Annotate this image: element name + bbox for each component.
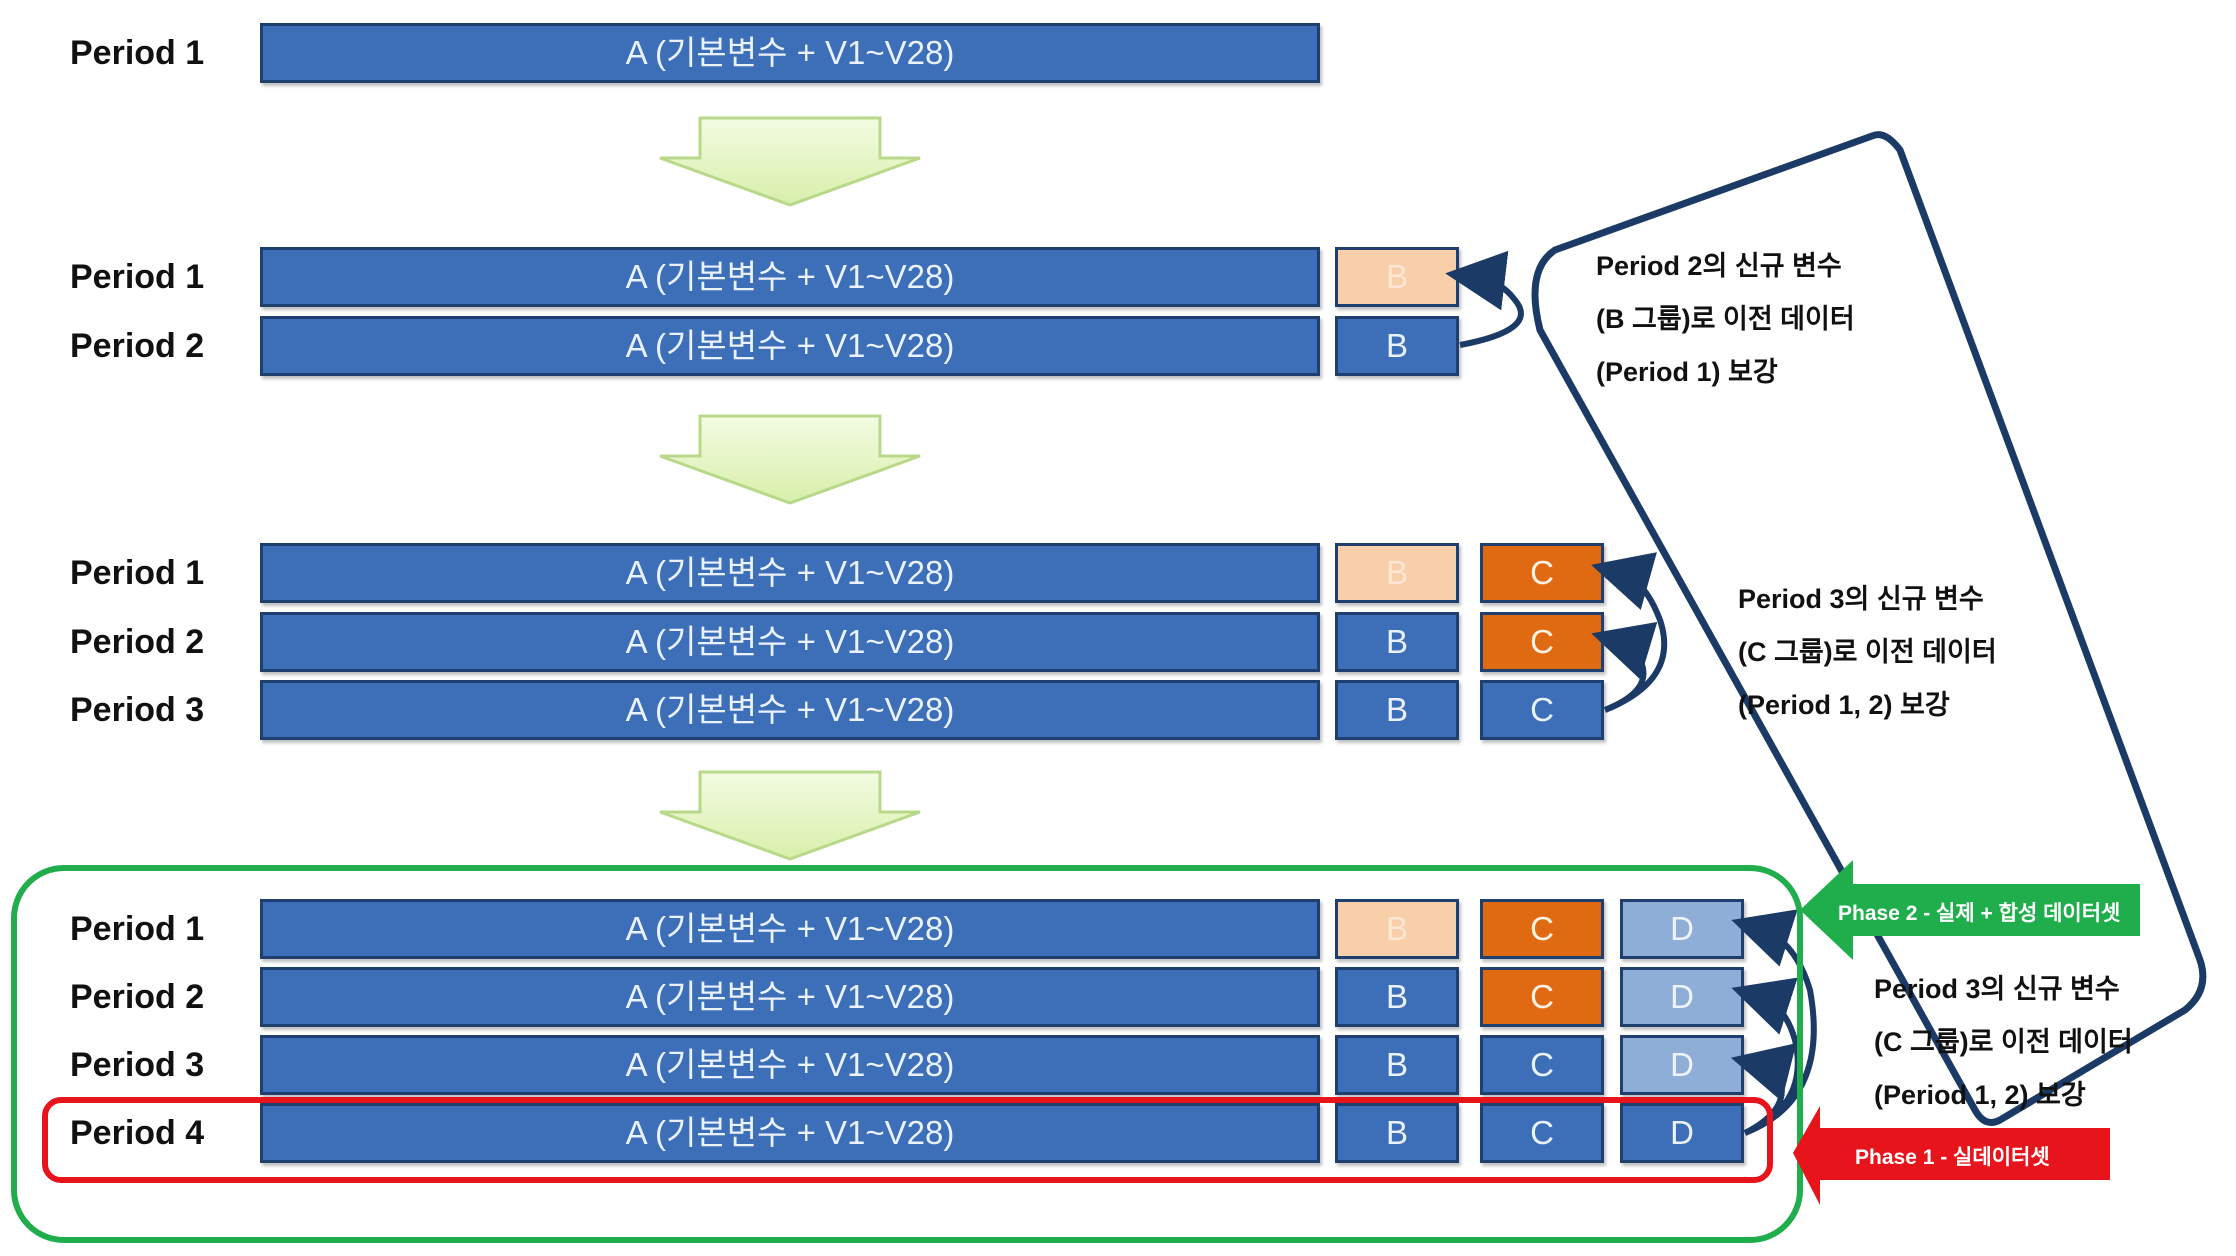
stage1-period-1-a-bar: A (기본변수 + V1~V28) (260, 23, 1320, 83)
stage4-period-1-d-box: D (1620, 899, 1744, 959)
stage3-period-1-c-box: C (1480, 543, 1604, 603)
stage4-period-3-b-box: B (1335, 1035, 1459, 1095)
stage4-period-2-d-box: D (1620, 967, 1744, 1027)
stage4-period-2-a-bar: A (기본변수 + V1~V28) (260, 967, 1320, 1027)
stage3-period-3-a-bar: A (기본변수 + V1~V28) (260, 680, 1320, 740)
stage4-period-4-label: Period 4 (70, 1114, 205, 1152)
stage4-period-1-label: Period 1 (70, 910, 205, 948)
stage3-period-1-b-box: B (1335, 543, 1459, 603)
stage4-note-line-3: (Period 1, 2) 보강 (1874, 1080, 2086, 1110)
stage4-period-2-c-box: C (1480, 967, 1604, 1027)
stage3-period-2-c-box: C (1480, 612, 1604, 672)
stage4-period-4-a-bar: A (기본변수 + V1~V28) (260, 1103, 1320, 1163)
stage3-period-3-c-box: C (1480, 680, 1604, 740)
stage2-period-2-a-bar: A (기본변수 + V1~V28) (260, 316, 1320, 376)
stage4-period-3-c-box: C (1480, 1035, 1604, 1095)
down-arrow-2-shape (659, 414, 921, 505)
stage3-period-2-b-box: B (1335, 612, 1459, 672)
phase2-frame (11, 865, 1803, 1243)
phase2-label: Phase 2 - 실제 + 합성 데이터셋 (1838, 902, 2121, 925)
stage3-note: Period 3의 신규 변수 (C 그룹)로 이전 데이터 (Period 1… (1738, 573, 1997, 732)
stage3-period-1-label: Period 1 (70, 554, 205, 592)
stage4-period-1-c-box: C (1480, 899, 1604, 959)
stage2-note-line-1: Period 2의 신규 변수 (1596, 251, 1842, 281)
phase1-label: Phase 1 - 실데이터셋 (1855, 1146, 2050, 1169)
stage4-period-4-d-box: D (1620, 1103, 1744, 1163)
stage3-period-2-a-bar: A (기본변수 + V1~V28) (260, 612, 1320, 672)
down-arrow-3-shape (659, 770, 921, 861)
stage2-period-1-a-bar: A (기본변수 + V1~V28) (260, 247, 1320, 307)
stage4-period-1-a-bar: A (기본변수 + V1~V28) (260, 899, 1320, 959)
stage2-period-2-label: Period 2 (70, 327, 205, 365)
stage1-period-1-label: Period 1 (70, 34, 205, 72)
stage4-period-3-a-bar: A (기본변수 + V1~V28) (260, 1035, 1320, 1095)
phase2-pointer-arrow (1800, 860, 2140, 960)
stage4-period-2-b-box: B (1335, 967, 1459, 1027)
stage4-augment-arrow-3 (1730, 1043, 1797, 1136)
stage2-period-2-b-box: B (1335, 316, 1459, 376)
stage4-period-2-label: Period 2 (70, 978, 205, 1016)
stage4-note: Period 3의 신규 변수 (C 그룹)로 이전 데이터 (Period 1… (1874, 963, 2133, 1122)
stage4-note-line-2: (C 그룹)로 이전 데이터 (1874, 1027, 2133, 1057)
stage3-note-line-1: Period 3의 신규 변수 (1738, 584, 1984, 614)
navy-outline-frame (1531, 131, 2207, 1126)
down-arrow-1-shape (659, 116, 921, 207)
stage2-note-line-2: (B 그룹)로 이전 데이터 (1596, 304, 1855, 334)
stage2-period-1-label: Period 1 (70, 258, 205, 296)
stage2-period-1-b-box: B (1335, 247, 1459, 307)
stage4-period-3-d-box: D (1620, 1035, 1744, 1095)
stage4-period-1-b-box: B (1335, 899, 1459, 959)
stage4-period-4-c-box: C (1480, 1103, 1604, 1163)
stage4-period-4-b-box: B (1335, 1103, 1459, 1163)
stage3-period-3-b-box: B (1335, 680, 1459, 740)
stage3-note-line-3: (Period 1, 2) 보강 (1738, 690, 1950, 720)
stage4-note-line-1: Period 3의 신규 변수 (1874, 974, 2120, 1004)
stage3-note-line-2: (C 그룹)로 이전 데이터 (1738, 637, 1997, 667)
stage4-period-3-label: Period 3 (70, 1046, 205, 1084)
stage3-augment-arrow-2 (1591, 621, 1658, 713)
stage2-augment-arrow (1445, 250, 1524, 348)
stage3-period-3-label: Period 3 (70, 691, 205, 729)
phase1-frame (42, 1097, 1773, 1183)
stage2-note-line-3: (Period 1) 보강 (1596, 357, 1778, 387)
stage2-note: Period 2의 신규 변수 (B 그룹)로 이전 데이터 (Period 1… (1596, 240, 1855, 399)
stage3-period-1-a-bar: A (기본변수 + V1~V28) (260, 543, 1320, 603)
phase1-pointer-arrow (1793, 1106, 2110, 1205)
stage3-period-2-label: Period 2 (70, 623, 205, 661)
